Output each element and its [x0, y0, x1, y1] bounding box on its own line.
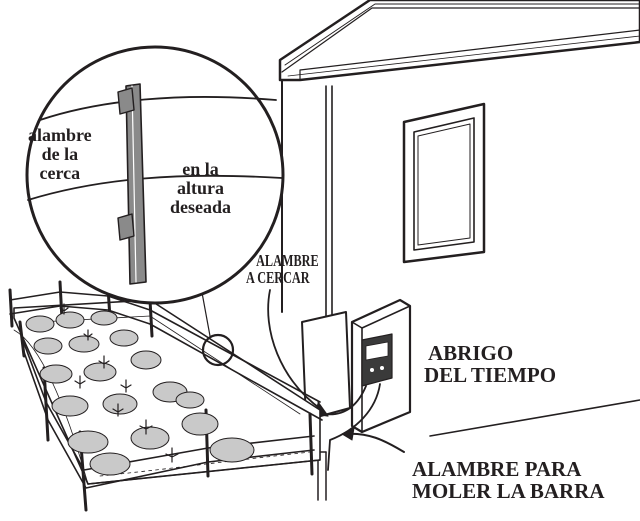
wire-to-fence [267, 289, 367, 416]
fence-wires [9, 291, 323, 489]
insulator-top [117, 87, 135, 115]
roof-overhang [278, 0, 640, 82]
seedlings [59, 303, 179, 463]
label-fence-wire: alambre de la cerca [28, 125, 92, 183]
insulator-bottom [117, 213, 135, 241]
ground-wire [327, 383, 381, 471]
cabbage [55, 311, 85, 329]
cabbage [90, 310, 118, 326]
label-wire-to-fence: ALAMBRE A CERCAR [246, 251, 319, 287]
seedling [83, 329, 93, 341]
magnified-wire [27, 174, 283, 201]
fence-post [308, 412, 314, 476]
cabbage [83, 362, 117, 382]
cabbage [68, 335, 100, 353]
label-weather-shelter: ABRIGO DEL TIEMPO [424, 341, 557, 388]
cabbage [130, 426, 170, 450]
cabbage [102, 393, 138, 415]
cabbage [181, 412, 219, 436]
cabbage [89, 452, 131, 476]
fence-post [148, 298, 154, 338]
seedling [112, 403, 124, 417]
window [402, 102, 486, 264]
seedling [74, 375, 86, 389]
weather-shelter-box [301, 298, 412, 434]
cabbage [175, 391, 205, 409]
arrow-ground-wire [341, 427, 405, 453]
label-desired-height: en la altura deseada [170, 159, 232, 217]
cabbage [51, 395, 89, 417]
cabbage [67, 430, 109, 454]
fence-post [8, 288, 14, 328]
cabbage [130, 350, 162, 370]
cabbage [39, 364, 73, 384]
cabbages [25, 310, 255, 476]
seedling [165, 447, 179, 463]
cabbage [209, 437, 255, 463]
magnifier-circle [25, 45, 285, 305]
seedling [59, 303, 69, 315]
magnified-wire [39, 96, 277, 121]
cabbage [109, 329, 139, 347]
cabbage [25, 315, 55, 333]
fence-wire [9, 305, 323, 421]
label-ground-rod-wire: ALAMBRE PARA MOLER LA BARRA [412, 457, 605, 504]
seedling [139, 419, 153, 435]
seedling [98, 355, 110, 369]
house-base [429, 399, 640, 437]
detail-callout-circle [201, 333, 235, 367]
cabbage [33, 337, 63, 355]
seedling [120, 379, 132, 393]
